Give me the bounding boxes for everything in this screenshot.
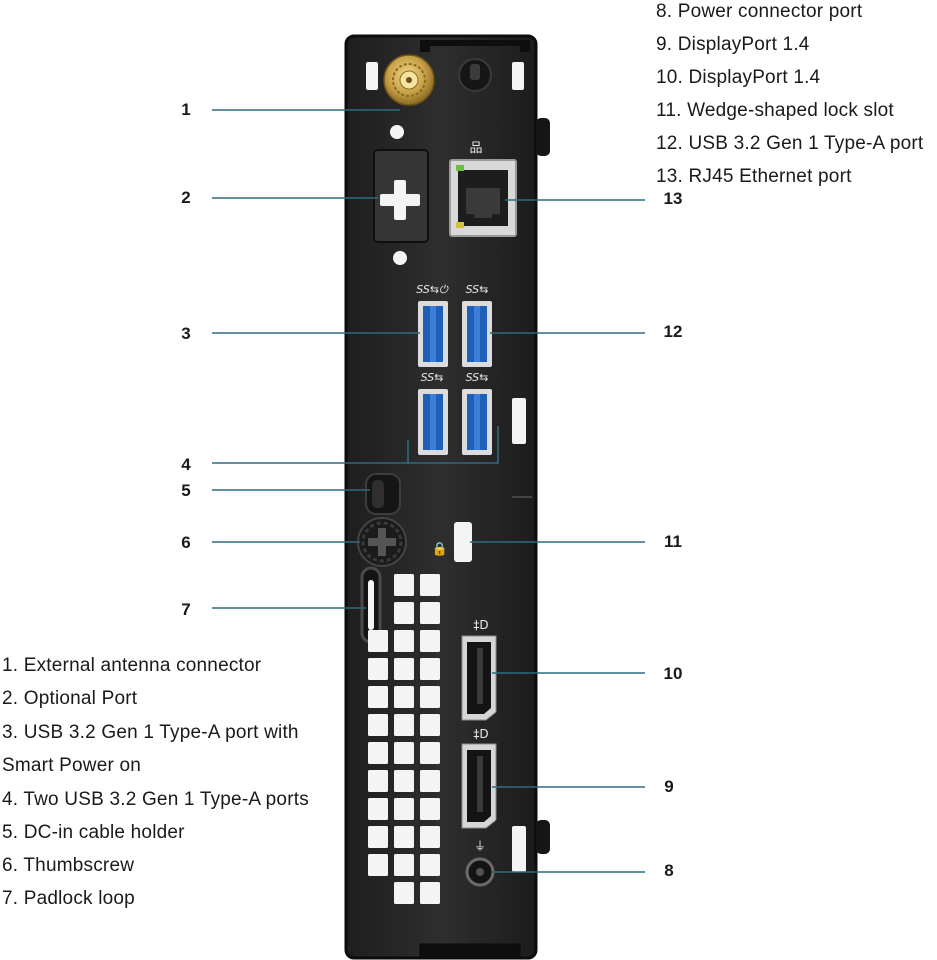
vent-hole — [368, 714, 388, 736]
chassis-bottom-foot — [419, 943, 521, 958]
svg-text:SS⇆: SS⇆ — [466, 283, 489, 296]
svg-text:‡D: ‡D — [473, 727, 488, 741]
vent-hole — [368, 798, 388, 820]
svg-text:SS⇆: SS⇆ — [421, 371, 444, 384]
vent-hole — [368, 770, 388, 792]
legend-left-item: 7. Padlock loop — [2, 888, 135, 909]
vent-hole — [394, 770, 414, 792]
vent-hole — [420, 630, 440, 652]
legend-left-item: 6. Thumbscrew — [2, 855, 135, 876]
dc-in-cable-holder — [365, 473, 401, 515]
vent-slot — [366, 62, 378, 90]
svg-text:品: 品 — [469, 141, 482, 156]
chassis-top-notch — [420, 40, 530, 52]
usb-port-pair: SS⇆ SS⇆ — [418, 371, 492, 455]
vent-hole — [420, 882, 440, 904]
vent-slot — [512, 398, 526, 444]
vent-hole — [368, 630, 388, 652]
vent-hole — [420, 854, 440, 876]
legend-right-item: 9. DisplayPort 1.4 — [656, 34, 810, 55]
vent-hole — [394, 798, 414, 820]
optional-port-cover — [373, 149, 429, 243]
vent-hole — [420, 714, 440, 736]
legend-left-item: 3. USB 3.2 Gen 1 Type-A port with — [2, 722, 299, 743]
displayport-10: ‡D — [461, 618, 497, 721]
antenna-connector — [383, 54, 435, 106]
vent-hole — [368, 658, 388, 680]
vent-hole — [394, 826, 414, 848]
callout-number-7: 7 — [181, 600, 191, 619]
callout-number-3: 3 — [181, 324, 191, 343]
vent-hole — [420, 742, 440, 764]
legend-left-item: 1. External antenna connector — [2, 655, 262, 676]
vent-hole — [420, 826, 440, 848]
vent-hole — [420, 798, 440, 820]
legend-left-item: Smart Power on — [2, 755, 142, 776]
vent-hole — [394, 602, 414, 624]
vent-hole — [394, 574, 414, 596]
power-connector-port: ⏚ — [465, 839, 495, 887]
rj45-port: 品 — [449, 141, 517, 237]
callout-line-4b — [408, 426, 499, 464]
svg-text:SS⇆: SS⇆ — [466, 371, 489, 384]
callout-number-10: 10 — [663, 664, 683, 683]
legend-left-item: 2. Optional Port — [2, 688, 138, 709]
screw-hole — [393, 251, 407, 265]
callout-number-13: 13 — [663, 189, 683, 208]
legend-right-item: 8. Power connector port — [656, 1, 863, 22]
svg-text:🔒: 🔒 — [432, 542, 448, 557]
thumbscrew — [357, 517, 407, 567]
callout-lines — [212, 109, 645, 873]
vent-hole — [394, 630, 414, 652]
screw-hole — [390, 125, 404, 139]
legend-right-item: 11. Wedge-shaped lock slot — [656, 100, 894, 121]
callout-number-4: 4 — [181, 455, 191, 474]
vent-hole — [368, 854, 388, 876]
vent-hole — [420, 602, 440, 624]
vent-hole — [420, 658, 440, 680]
callout-number-5: 5 — [181, 481, 191, 500]
legend-left-item: 5. DC-in cable holder — [2, 822, 185, 843]
vent-hole — [394, 742, 414, 764]
vent-hole — [420, 574, 440, 596]
legend-left-item: 4. Two USB 3.2 Gen 1 Type-A ports — [2, 789, 309, 810]
vent-hole — [394, 658, 414, 680]
usb-port-12: SS⇆ — [462, 283, 492, 367]
vent-hole — [368, 826, 388, 848]
vent-slot — [512, 62, 524, 90]
callout-number-6: 6 — [181, 533, 191, 552]
callout-number-9: 9 — [664, 777, 674, 796]
callout-number-1: 1 — [181, 100, 191, 119]
vent-hole — [368, 686, 388, 708]
chassis-trim-mark — [512, 496, 532, 498]
legend-right-item: 10. DisplayPort 1.4 — [656, 67, 821, 88]
vent-hole — [420, 770, 440, 792]
callout-number-2: 2 — [181, 188, 191, 207]
vent-grid — [368, 574, 440, 904]
displayport-9: ‡D — [461, 727, 497, 829]
wedge-lock-slot: 🔒 — [432, 522, 472, 562]
vent-hole — [394, 854, 414, 876]
svg-text:SS⇆⏻: SS⇆⏻ — [416, 283, 449, 296]
chassis-side-bump-bottom — [536, 820, 550, 854]
vent-hole — [394, 714, 414, 736]
callout-number-8: 8 — [664, 861, 674, 880]
legend-right-item: 13. RJ45 Ethernet port — [656, 166, 852, 187]
screw-cap-slot — [470, 64, 480, 80]
vent-hole — [394, 686, 414, 708]
vent-hole — [420, 686, 440, 708]
vent-slot — [512, 826, 526, 872]
usb-port-smart-power: SS⇆⏻ — [416, 283, 449, 367]
callout-number-11: 11 — [664, 532, 682, 551]
callout-number-12: 12 — [663, 322, 683, 341]
vent-hole — [368, 742, 388, 764]
svg-text:⏚: ⏚ — [474, 839, 486, 853]
legend-right-item: 12. USB 3.2 Gen 1 Type-A port — [656, 133, 924, 154]
chassis-side-bump-top — [536, 118, 550, 156]
vent-hole — [394, 882, 414, 904]
svg-text:‡D: ‡D — [473, 618, 488, 632]
